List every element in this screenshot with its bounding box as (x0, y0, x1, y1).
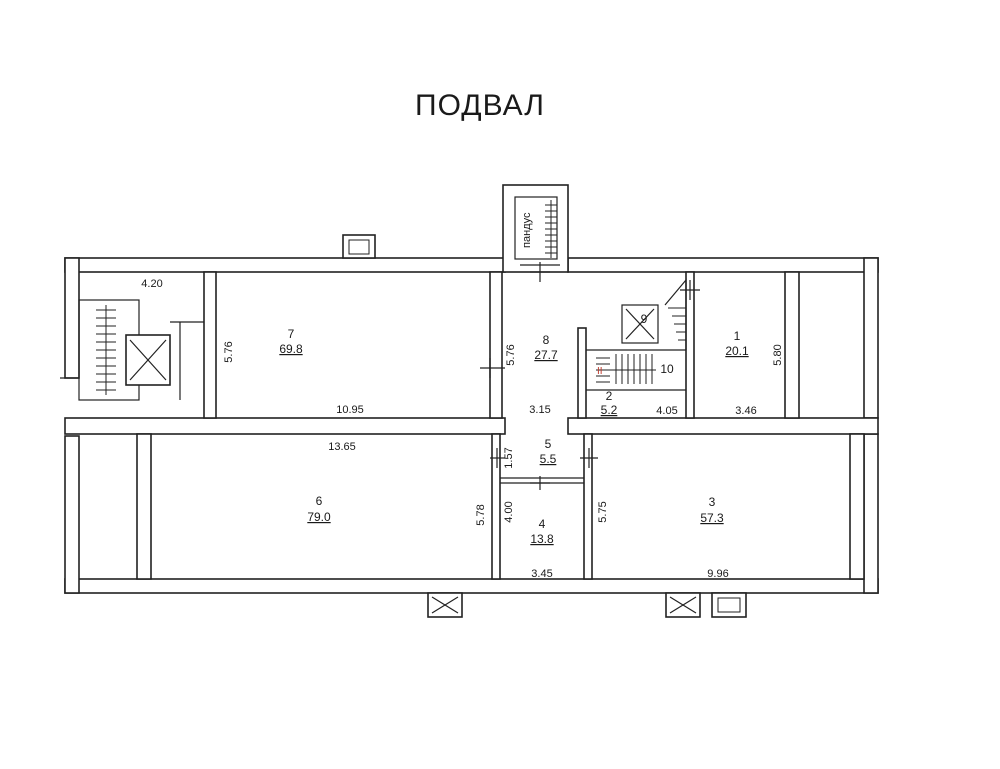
room-6-number: 6 (316, 494, 323, 508)
room-6-area: 79.0 (307, 510, 331, 524)
dim-3-15: 3.15 (529, 404, 550, 416)
room-2-number: 2 (606, 389, 613, 403)
room-4-area: 13.8 (530, 532, 554, 546)
room-9-number: 9 (641, 312, 648, 326)
interior-walls (136, 271, 865, 580)
room-7-number: 7 (288, 327, 295, 341)
room-8-number: 8 (543, 333, 550, 347)
room-2-area: 5.2 (601, 403, 618, 417)
door-marks (480, 262, 700, 490)
ramp-label: пандус (521, 212, 533, 248)
room-4-number: 4 (539, 517, 546, 531)
left-stair-elevator (60, 299, 204, 401)
room-1-area: 20.1 (725, 344, 749, 358)
room-10-number: 10 (660, 362, 674, 376)
room-8-area: 27.7 (534, 348, 558, 362)
room-3-number: 3 (709, 495, 716, 509)
room-1-number: 1 (734, 329, 741, 343)
inner-stair: II (596, 278, 687, 384)
ramp-annex: пандус (502, 184, 569, 273)
dim-1-57: 1.57 (503, 447, 515, 468)
window-wells (342, 234, 747, 618)
room-3-area: 57.3 (700, 511, 724, 525)
dim-5-76-mid: 5.76 (505, 344, 517, 365)
dim-5-78: 5.78 (475, 504, 487, 525)
room-5-number: 5 (545, 437, 552, 451)
room-5-area: 5.5 (540, 452, 557, 466)
dim-10-95: 10.95 (336, 404, 364, 416)
dim-4-20: 4.20 (141, 278, 162, 290)
stair-mark-label: II (597, 366, 603, 377)
dim-5-80: 5.80 (772, 344, 784, 365)
dim-13-65: 13.65 (328, 441, 356, 453)
dimension-labels: 4.20 5.76 10.95 5.76 3.15 4.05 3.46 5.80… (141, 278, 784, 580)
dim-3-45: 3.45 (531, 568, 552, 580)
room-7-area: 69.8 (279, 342, 303, 356)
room-labels: 7 69.8 8 27.7 1 20.1 2 5.2 9 10 5 5.5 6 … (279, 312, 749, 546)
dim-4-00: 4.00 (503, 501, 515, 522)
dim-9-96: 9.96 (707, 568, 728, 580)
dim-4-05: 4.05 (656, 405, 677, 417)
dim-5-76-left: 5.76 (223, 341, 235, 362)
exterior-walls (64, 257, 879, 594)
dim-3-46: 3.46 (735, 405, 756, 417)
plan-title: ПОДВАЛ (415, 89, 545, 122)
dim-5-75: 5.75 (597, 501, 609, 522)
